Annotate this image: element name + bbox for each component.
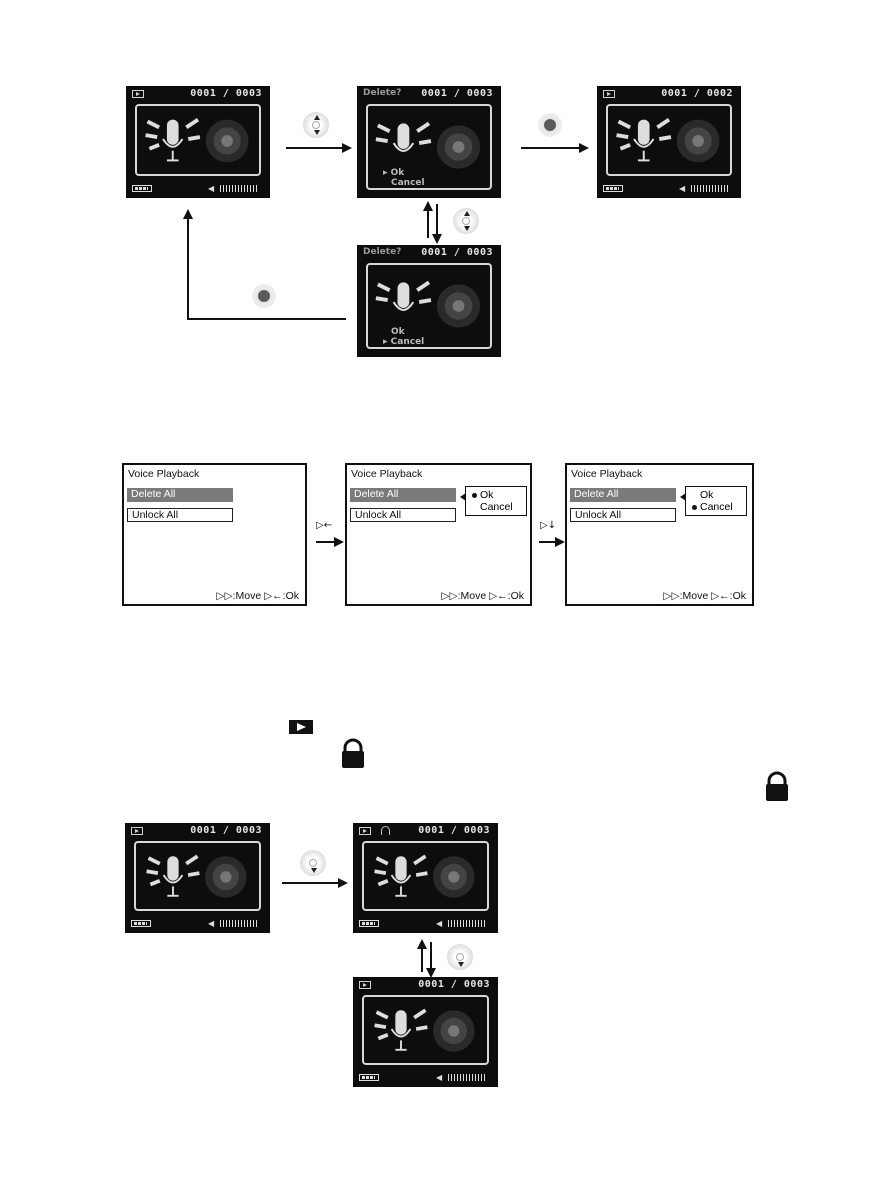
arrow-down-icon [426,968,436,978]
playback-screen-lock-1: 0001 / 0003 ◀ [125,823,270,933]
delete-option-ok[interactable]: ▸ Ok [383,168,405,178]
file-counter: 0001 / 0002 [661,88,733,99]
delete-option-cancel[interactable]: ▸ Cancel [383,337,425,347]
microphone-icon [616,117,720,163]
voice-file-image [606,104,732,176]
arrow-right-icon [338,878,348,888]
arrow-right-icon [342,143,352,153]
menu-hint: ▷▷:Move ▷←:Ok [216,590,299,602]
battery-icon [603,185,623,192]
dpad-down-icon [300,850,326,876]
arrow-right-icon [334,537,344,547]
menu-hint: ▷▷:Move ▷←:Ok [441,590,524,602]
lock-icon [766,771,788,801]
microphone-icon [375,121,481,169]
ok-button-icon [538,113,562,137]
popup-option-ok[interactable]: Ok [472,489,526,501]
playback-screen-3: 0001 / 0002 ◀ [597,86,741,198]
file-counter: 0001 / 0003 [421,88,493,99]
arrow-up-icon [183,209,193,219]
menu-title: Voice Playback [351,468,423,480]
play-mode-icon [132,90,144,98]
menu-item-unlock-all[interactable]: Unlock All [570,508,676,522]
voice-file-image [135,104,261,176]
battery-icon [359,1074,379,1081]
voice-file-image [362,841,489,911]
ok-key-icon: ▷← [316,520,333,531]
dpad-down-icon [447,944,473,970]
voice-file-image [366,263,492,349]
lock-status-icon [381,826,390,835]
microphone-icon [145,117,249,163]
arrow-up-icon [423,201,433,211]
playback-screen-delete-ok: Delete? 0001 / 0003 ▸ Ok Cancel [357,86,501,198]
down-key-icon: ▷↓ [540,520,557,531]
battery-icon [131,920,151,927]
dpad-up-down-icon [303,112,329,138]
volume-indicator: ◀ [436,1073,488,1082]
playback-screen-unlocked: 0001 / 0003 ◀ [353,977,498,1087]
menu-item-delete-all[interactable]: Delete All [350,488,456,502]
playback-screen-delete-cancel: Delete? 0001 / 0003 Ok ▸ Cancel [357,245,501,357]
voice-playback-menu-2: Voice Playback Delete All Unlock All Ok … [345,463,532,606]
popup-option-ok[interactable]: Ok [700,489,714,501]
confirm-popup: Ok Cancel [680,486,747,516]
microphone-icon [375,280,481,328]
volume-indicator: ◀ [679,184,731,193]
arrow-down-icon [432,234,442,244]
volume-indicator: ◀ [208,184,260,193]
menu-item-unlock-all[interactable]: Unlock All [350,508,456,522]
microphone-icon [146,854,247,898]
menu-title: Voice Playback [571,468,643,480]
confirm-popup: Ok Cancel [460,486,527,516]
menu-item-delete-all[interactable]: Delete All [127,488,233,502]
battery-icon [359,920,379,927]
file-counter: 0001 / 0003 [418,979,490,990]
voice-file-image [362,995,489,1065]
volume-indicator: ◀ [436,919,488,928]
play-mode-icon [131,827,143,835]
file-counter: 0001 / 0003 [418,825,490,836]
delete-prompt: Delete? [363,247,402,257]
menu-item-unlock-all[interactable]: Unlock All [127,508,233,522]
battery-icon [132,185,152,192]
playback-screen-1: 0001 / 0003 ◀ [126,86,270,198]
file-counter: 0001 / 0003 [190,825,262,836]
arrow-right-icon [555,537,565,547]
dpad-up-down-icon [453,208,479,234]
play-mode-icon [359,827,371,835]
file-counter: 0001 / 0003 [421,247,493,258]
voice-file-image [366,104,492,190]
menu-item-delete-all[interactable]: Delete All [570,488,676,502]
voice-playback-menu-3: Voice Playback Delete All Unlock All Ok … [565,463,754,606]
voice-file-image [134,841,261,911]
arrow-up-icon [417,939,427,949]
play-mode-icon [289,720,313,734]
microphone-icon [374,854,475,898]
delete-option-ok[interactable]: Ok [391,327,405,337]
arrow-right-icon [579,143,589,153]
file-counter: 0001 / 0003 [190,88,262,99]
play-mode-icon [603,90,615,98]
menu-hint: ▷▷:Move ▷←:Ok [663,590,746,602]
lock-icon [342,738,364,768]
play-mode-icon [359,981,371,989]
voice-playback-menu-1: Voice Playback Delete All Unlock All ▷▷:… [122,463,307,606]
menu-title: Voice Playback [128,468,200,480]
playback-screen-locked: 0001 / 0003 ◀ [353,823,498,933]
popup-option-cancel[interactable]: Cancel [692,501,746,513]
microphone-icon [374,1008,475,1052]
delete-prompt: Delete? [363,88,402,98]
volume-indicator: ◀ [208,919,260,928]
delete-option-cancel[interactable]: Cancel [391,178,425,188]
ok-button-icon [252,284,276,308]
popup-option-cancel[interactable]: Cancel [480,501,513,513]
